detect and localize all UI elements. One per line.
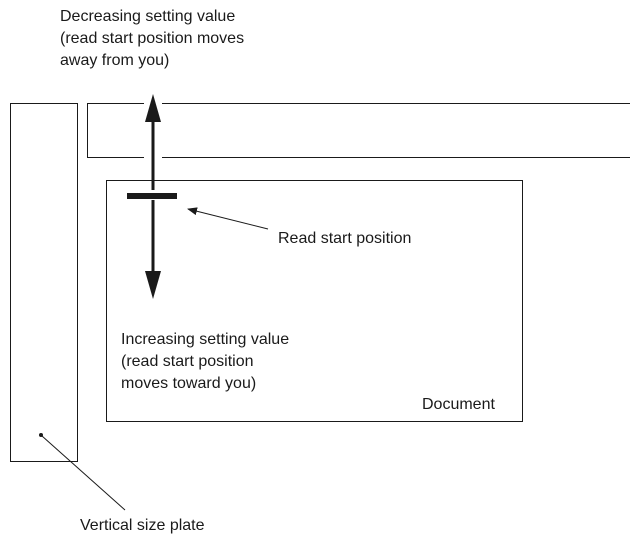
- vertical-size-plate-label: Vertical size plate: [80, 515, 205, 537]
- vertical-plate-dot: [39, 433, 43, 437]
- down-arrow-head: [145, 271, 161, 299]
- increasing-line-1: Increasing setting value: [121, 329, 289, 351]
- vertical-size-plate: [11, 104, 78, 462]
- increasing-line-2: (read start position: [121, 351, 289, 373]
- decreasing-line-1: Decreasing setting value: [60, 6, 244, 28]
- read-start-position-label: Read start position: [278, 228, 411, 250]
- decreasing-line-2: (read start position moves: [60, 28, 244, 50]
- decreasing-line-3: away from you): [60, 50, 244, 72]
- decreasing-setting-label: Decreasing setting value (read start pos…: [60, 6, 244, 72]
- increasing-line-3: moves toward you): [121, 373, 289, 395]
- vertical-plate-leader: [42, 436, 125, 510]
- read-start-leader: [188, 209, 268, 229]
- document-label: Document: [422, 394, 495, 416]
- horizontal-size-plate: [88, 104, 630, 158]
- read-start-bar: [127, 193, 177, 199]
- increasing-setting-label: Increasing setting value (read start pos…: [121, 329, 289, 395]
